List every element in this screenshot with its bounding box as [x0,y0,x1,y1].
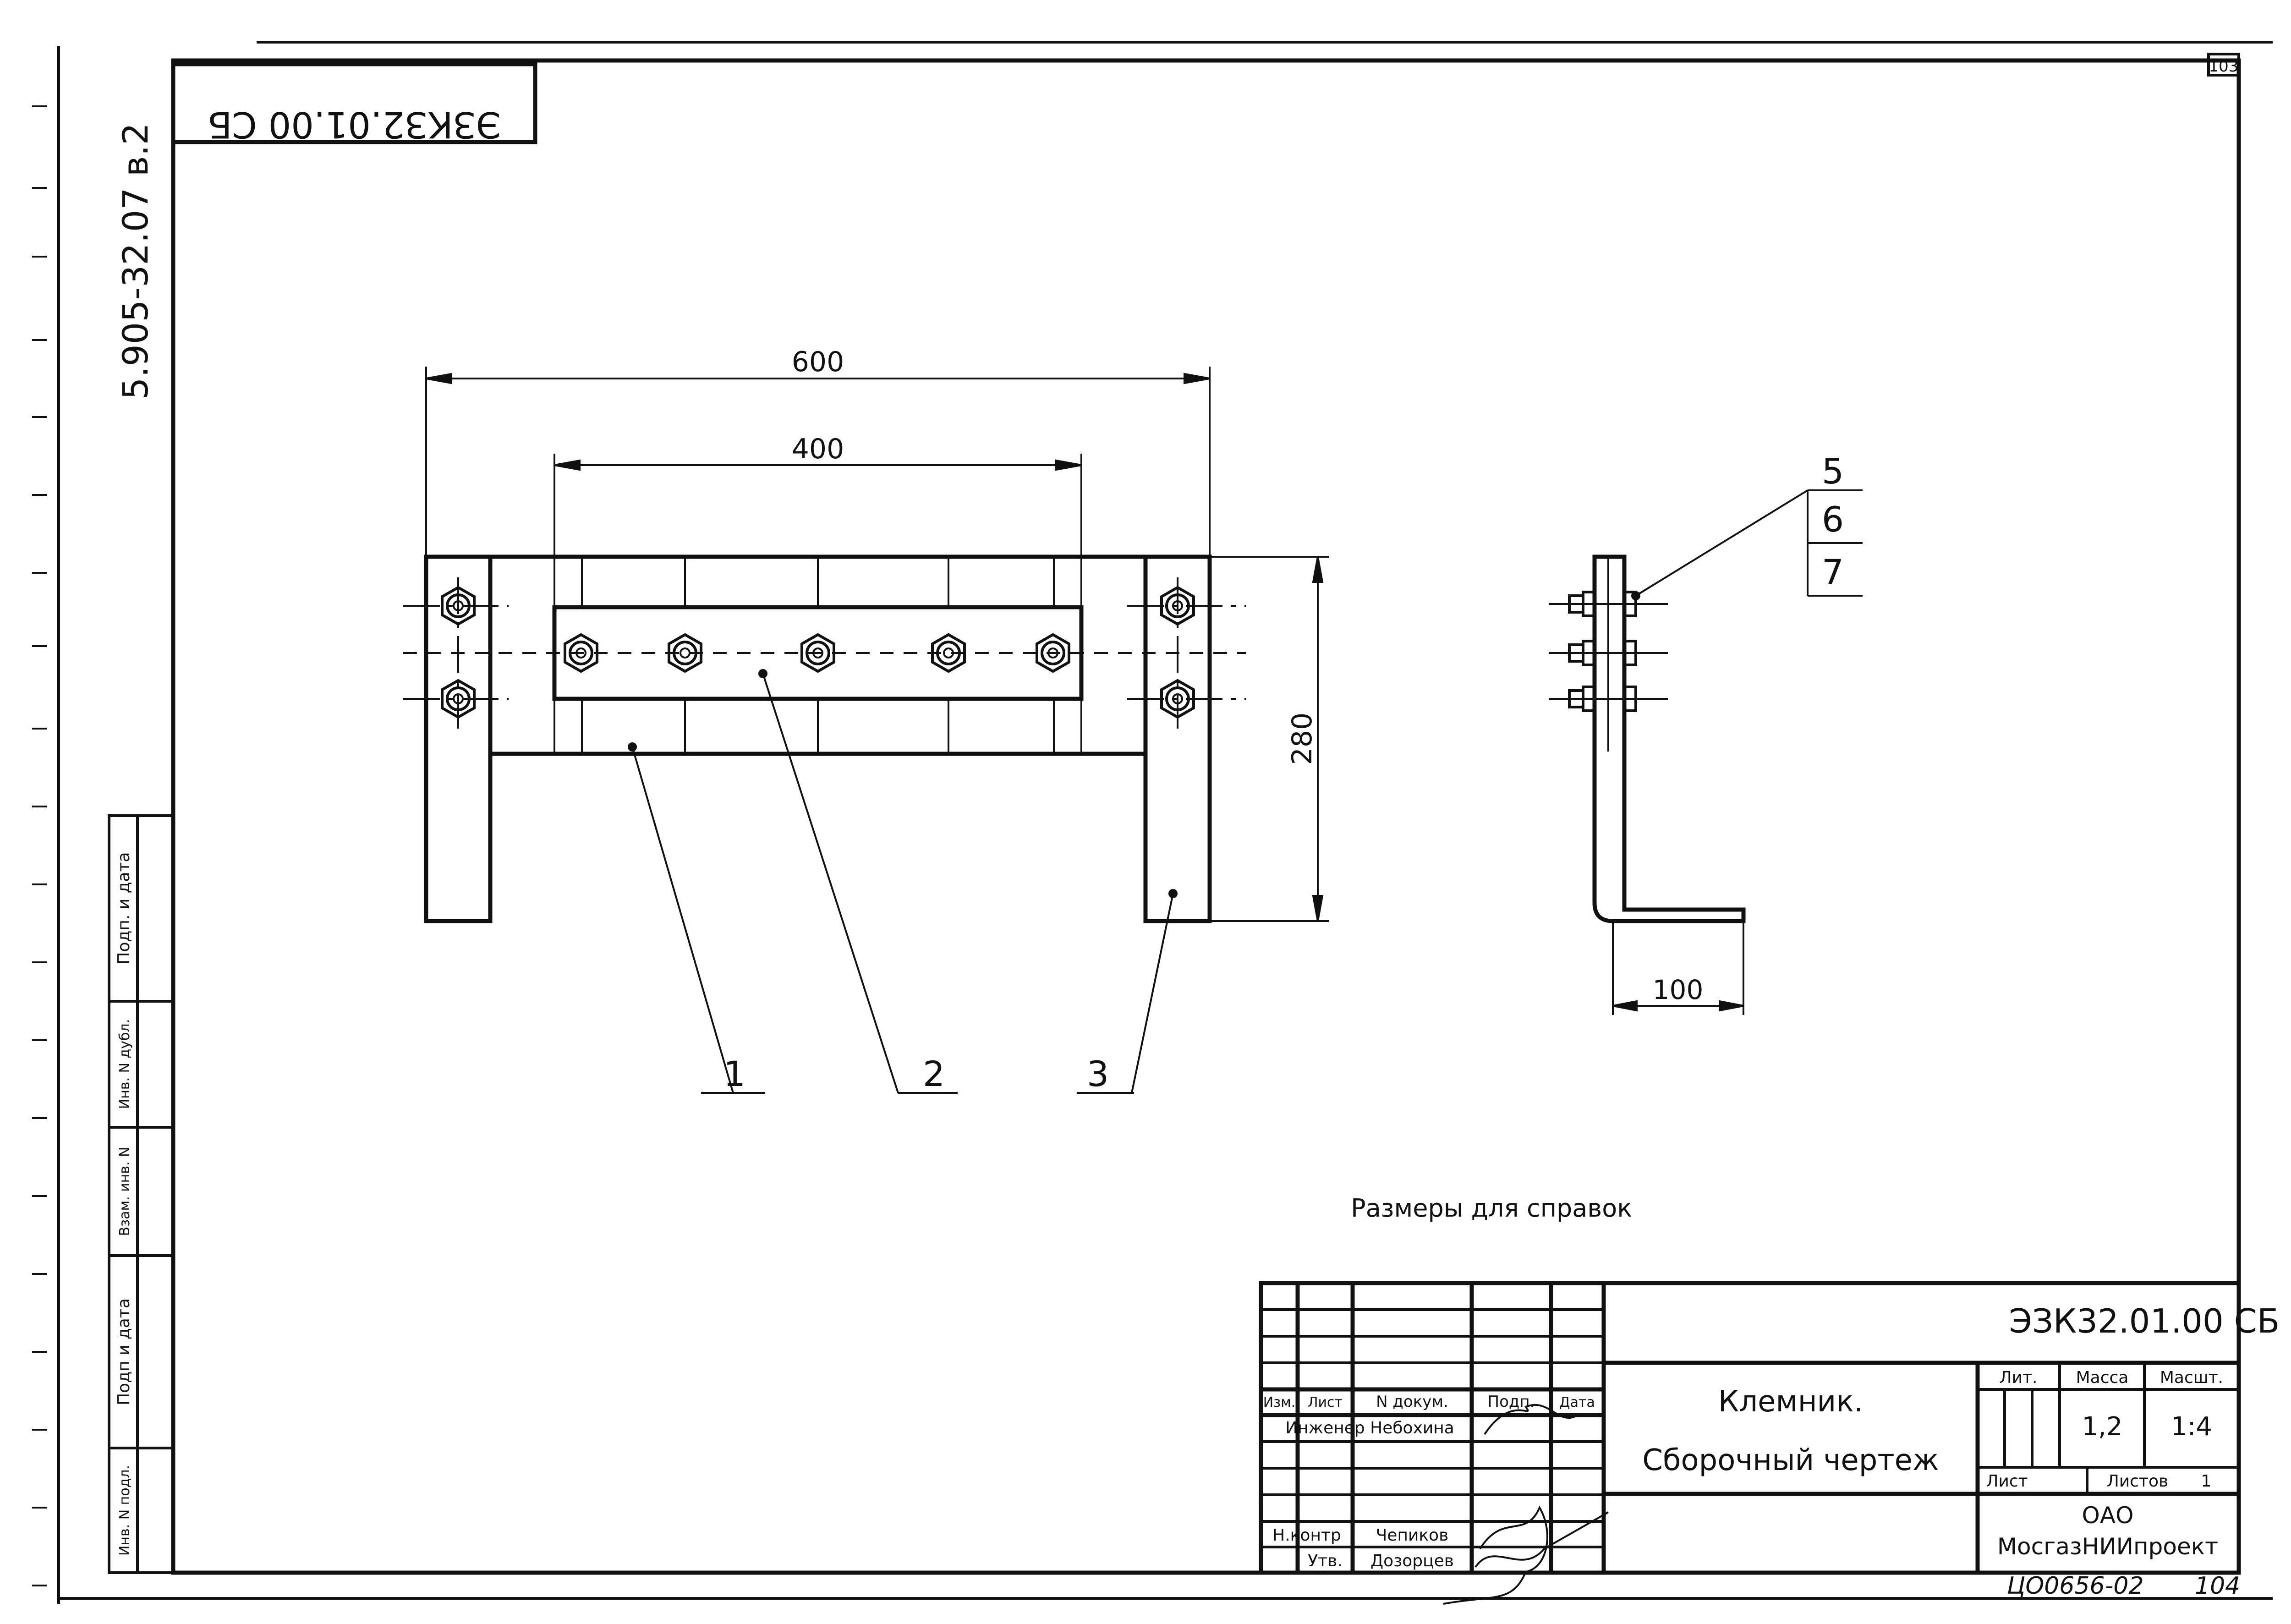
signature-marks [1443,1404,1609,1605]
title-block [1259,1281,2241,1575]
tb-scale-label: Масшт. [2160,1368,2223,1387]
hex-nut [931,633,966,673]
tb-col-list: Лист [1308,1394,1343,1410]
tb-col-date: Дата [1559,1394,1595,1410]
dim-400-label: 400 [792,433,844,465]
tb-mass-value: 1,2 [2082,1412,2122,1442]
callout-2: 2 [923,1053,945,1094]
mirrored-code-box [171,62,537,144]
dimension-400 [554,454,1082,557]
side-bolt [1549,686,1668,712]
tb-mass-label: Масса [2076,1368,2129,1387]
tb-name-engineer: Небохина [1370,1419,1454,1437]
tb-org-line2: МосгазНИИпроект [1997,1533,2218,1560]
dim-100-label: 100 [1653,974,1704,1005]
callout-3: 3 [1087,1053,1109,1094]
left-strip [108,814,175,1574]
dimension-280 [1210,556,1329,922]
reference-note: Размеры для справок [1351,1194,1632,1223]
tb-org-line1: ОАО [2082,1502,2134,1529]
tb-sheets-value: 1 [2201,1472,2212,1491]
strip-field-1: Подп. и дата [115,852,133,964]
tb-col-doc: N докум. [1376,1393,1448,1411]
tb-role-ncontr: Н.контр [1272,1526,1341,1545]
hex-nut [564,633,598,673]
tb-sheets-label: Листов [2107,1472,2168,1491]
strip-field-5: Инв. N подл. [117,1465,133,1556]
dimension-100 [1612,921,1744,1015]
side-view [1549,554,1746,923]
callout-7: 7 [1822,552,1844,593]
side-bolt [1549,591,1668,617]
strip-field-2: Инв. N дубл. [117,1019,133,1109]
strip-field-3: Взам. инв. N [117,1147,133,1236]
tb-sheet-label: Лист [1986,1472,2028,1491]
edge-ticks [32,105,47,1586]
sheet-frame [57,41,2273,1604]
callout-leaders-front [628,669,1178,1094]
tb-name-line1: Клемник. [1718,1385,1863,1419]
handwritten-number: ЦО0656-02 [2007,1572,2144,1600]
hex-nut [668,633,702,673]
tb-designation: ЭЗК32.01.00 СБ [2009,1302,2280,1340]
hex-nut [800,633,835,673]
tb-name-ncontr: Чепиков [1376,1526,1449,1545]
strip-field-4: Подп и дата [115,1298,133,1405]
callout-stack-side [1631,489,1863,600]
hex-nut [441,679,476,719]
dimension-600 [425,367,1211,557]
tb-lit-label: Лит. [2000,1368,2038,1387]
dim-600-label: 600 [792,346,844,378]
handwritten-page: 104 [2195,1572,2240,1600]
tb-scale-value: 1:4 [2171,1412,2212,1442]
tb-name-approved: Дозорцев [1370,1552,1454,1570]
tb-role-approved: Утв. [1308,1552,1343,1570]
side-bolt [1549,640,1668,666]
mirrored-code: ЭЗКЗ2.01.00 СБ [208,104,501,145]
front-view [403,554,1246,923]
tb-name-line2: Сборочный чертеж [1642,1443,1939,1477]
callout-5: 5 [1822,451,1844,492]
tb-col-izm: Изм. [1263,1394,1296,1410]
page-number: 103 [2209,57,2239,76]
hex-nut [1160,586,1195,626]
side-code: 5.905-32.07 в.2 [115,123,156,400]
tb-role-engineer: Инженер [1285,1419,1365,1437]
hex-nut [1160,679,1195,719]
hex-nut [1036,633,1070,673]
callout-1: 1 [723,1053,745,1094]
callout-6: 6 [1822,499,1844,540]
dim-280-label: 280 [1286,713,1318,765]
hex-nut [441,586,476,626]
